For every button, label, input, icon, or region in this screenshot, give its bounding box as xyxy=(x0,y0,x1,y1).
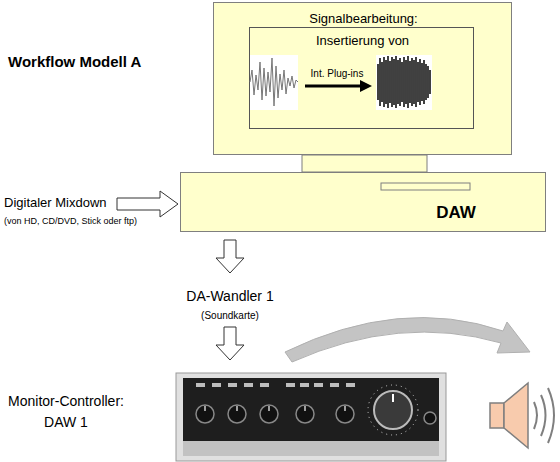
device-frame xyxy=(176,373,446,461)
monitor-controller-device xyxy=(176,373,446,461)
diagram-heading: Workflow Modell A xyxy=(8,53,188,71)
box-heading: Insertierung von xyxy=(250,33,475,49)
signal-curve-arrow xyxy=(285,318,530,362)
monitor-screen: Signalbearbeitung:Insertierung vonInt. P… xyxy=(213,2,512,155)
input-label: Digitaler Mixdown xyxy=(4,195,119,211)
device-strip xyxy=(183,441,439,456)
volume-scale xyxy=(368,385,418,435)
device-panel xyxy=(183,378,439,441)
process-box: Insertierung vonInt. Plug-ins xyxy=(249,27,474,129)
flow-arrow xyxy=(216,240,244,273)
monitor-stand xyxy=(302,155,427,172)
input-note: (von HD, CD/DVD, Stick oder ftp) xyxy=(4,216,174,227)
arrow-label: Int. Plug-ins xyxy=(304,68,370,80)
box-heading: Signalbearbeitung: xyxy=(214,11,513,27)
device-knobs xyxy=(196,405,436,424)
flow-arrow xyxy=(216,327,244,360)
box-title: DAW xyxy=(426,203,486,223)
input-arrow xyxy=(117,191,178,217)
speaker-symbol xyxy=(490,383,554,448)
volume-knob xyxy=(374,391,412,429)
daw-box: DAW xyxy=(180,172,546,232)
converter-label: DA-Wandler 1 xyxy=(170,288,290,305)
device-label: Monitor-Controller: DAW 1 xyxy=(0,391,132,433)
device-buttons xyxy=(196,383,355,387)
knob-marker xyxy=(392,394,394,402)
knob-markers xyxy=(205,406,345,411)
converter-note: (Soundkarte) xyxy=(185,310,275,322)
